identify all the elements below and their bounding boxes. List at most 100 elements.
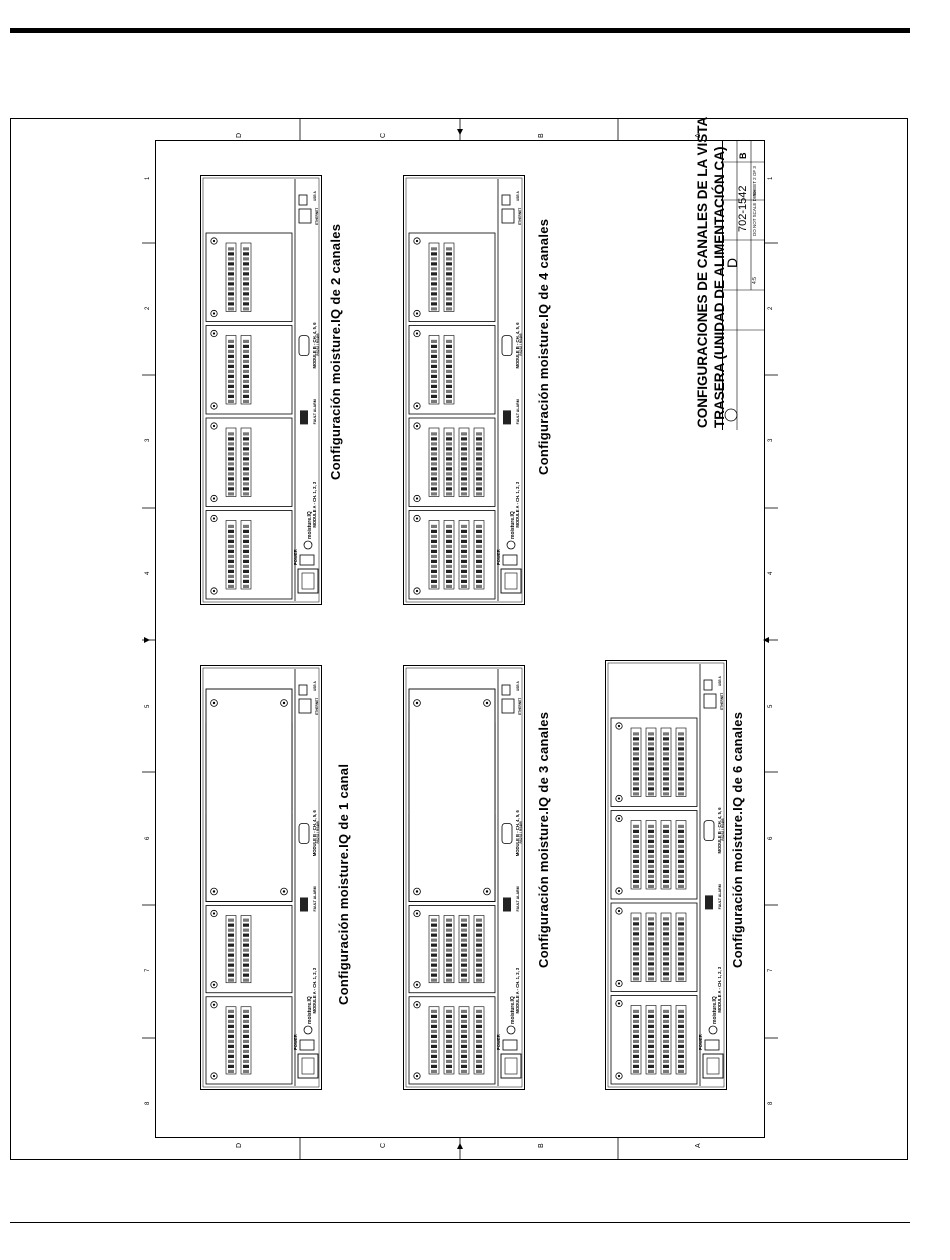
- terminal-pin: [446, 354, 452, 358]
- terminal-pin: [633, 957, 639, 961]
- terminal-pin: [446, 953, 452, 957]
- terminal-pin: [228, 364, 234, 368]
- terminal-pin: [633, 1049, 639, 1053]
- terminal-pin: [228, 549, 234, 553]
- label-module-a: MODULE A - CH. 1, 2, 3: [312, 481, 317, 527]
- terminal-pin: [228, 292, 234, 296]
- terminal-pin: [476, 1044, 482, 1048]
- label-module-a: MODULE A - CH. 1, 2, 3: [515, 967, 520, 1013]
- rs232-connector-icon: [501, 823, 513, 844]
- terminal-pin: [633, 824, 639, 828]
- terminal-pin: [228, 1009, 234, 1013]
- terminal-pin: [633, 1064, 639, 1068]
- terminal-pin: [461, 958, 467, 962]
- label-brand: moisture.IQ: [307, 996, 313, 1024]
- terminal-pin: [431, 1054, 437, 1058]
- terminal-pin: [228, 379, 234, 383]
- screw-icon: [617, 817, 621, 820]
- terminal-pin: [446, 968, 452, 972]
- screw-icon: [212, 983, 216, 986]
- screw-icon: [212, 589, 216, 593]
- terminal-pin: [648, 854, 654, 858]
- terminal-pin: [446, 487, 452, 491]
- ge-logo-icon: [724, 408, 738, 422]
- terminal-pin: [228, 267, 234, 271]
- terminal-pin: [633, 977, 639, 981]
- terminal-pin: [461, 918, 467, 922]
- terminal-pin: [243, 262, 249, 266]
- terminal-pin: [648, 844, 654, 848]
- terminal-pin: [461, 928, 467, 932]
- terminal-pin: [633, 874, 639, 878]
- terminal-pin: [476, 442, 482, 446]
- terminal-pin: [648, 1039, 654, 1043]
- terminal-pin: [678, 1034, 684, 1038]
- power-inlet-icon: [301, 1057, 315, 1075]
- terminal-pin: [678, 742, 684, 746]
- terminal-pin: [431, 292, 437, 296]
- terminal-pin: [633, 879, 639, 883]
- screw-icon: [617, 797, 621, 800]
- terminal-pin: [446, 369, 452, 373]
- terminal-pin: [678, 1069, 684, 1073]
- terminal-pin: [461, 529, 467, 533]
- terminal-pin: [243, 973, 249, 977]
- terminal-pin: [243, 447, 249, 451]
- terminal-pin: [663, 767, 669, 771]
- terminal-pin: [431, 1024, 437, 1028]
- terminal-pin: [431, 1049, 437, 1053]
- terminal-pin: [228, 539, 234, 543]
- label-brand: moisture.IQ: [307, 511, 313, 539]
- caption-three-channel: Configuración moisture.IQ de 3 canales: [536, 711, 551, 968]
- terminal-pin: [476, 933, 482, 937]
- screw-icon: [617, 889, 621, 893]
- terminal-pin: [678, 859, 684, 863]
- terminal-pin: [446, 534, 452, 538]
- terminal-pin: [678, 839, 684, 843]
- terminal-pin: [663, 854, 669, 858]
- terminal-pin: [228, 1044, 234, 1048]
- terminal-pin: [243, 574, 249, 578]
- label-power: POWER: [698, 1034, 703, 1050]
- terminal-pin: [678, 1059, 684, 1063]
- terminal-pin: [648, 884, 654, 888]
- terminal-pin: [476, 564, 482, 568]
- terminal-pin: [228, 584, 234, 588]
- terminal-pin: [663, 864, 669, 868]
- terminal-pin: [431, 1029, 437, 1033]
- usb-port-icon: [501, 684, 511, 696]
- terminal-pin: [461, 482, 467, 486]
- terminal-pin: [461, 442, 467, 446]
- terminal-pin: [678, 849, 684, 853]
- terminal-pin: [648, 1034, 654, 1038]
- terminal-pin: [461, 554, 467, 558]
- terminal-pin: [431, 339, 437, 343]
- terminal-pin: [633, 792, 639, 796]
- terminal-pin: [431, 364, 437, 368]
- terminal-pin: [678, 1029, 684, 1033]
- terminal-pin: [431, 569, 437, 573]
- terminal-pin: [633, 854, 639, 858]
- screw-icon: [212, 912, 216, 915]
- ge-logo-icon: [303, 1025, 313, 1035]
- terminal-pin: [243, 482, 249, 486]
- screw-icon: [485, 890, 489, 893]
- terminal-pin: [243, 943, 249, 947]
- terminal-pin: [663, 1044, 669, 1048]
- power-inlet-icon: [504, 1057, 518, 1075]
- terminal-pin: [476, 467, 482, 471]
- terminal-pin: [431, 948, 437, 952]
- terminal-pin: [431, 973, 437, 977]
- terminal-pin: [228, 1059, 234, 1063]
- terminal-pin: [663, 757, 669, 761]
- terminal-pin: [461, 1064, 467, 1068]
- terminal-pin: [243, 247, 249, 251]
- label-brand: moisture.IQ: [510, 511, 516, 539]
- terminal-pin: [476, 569, 482, 573]
- terminal-pin: [431, 262, 437, 266]
- terminal-pin: [476, 973, 482, 977]
- terminal-pin: [476, 1069, 482, 1073]
- terminal-pin: [228, 359, 234, 363]
- screw-icon: [212, 497, 216, 500]
- terminal-pin: [633, 922, 639, 926]
